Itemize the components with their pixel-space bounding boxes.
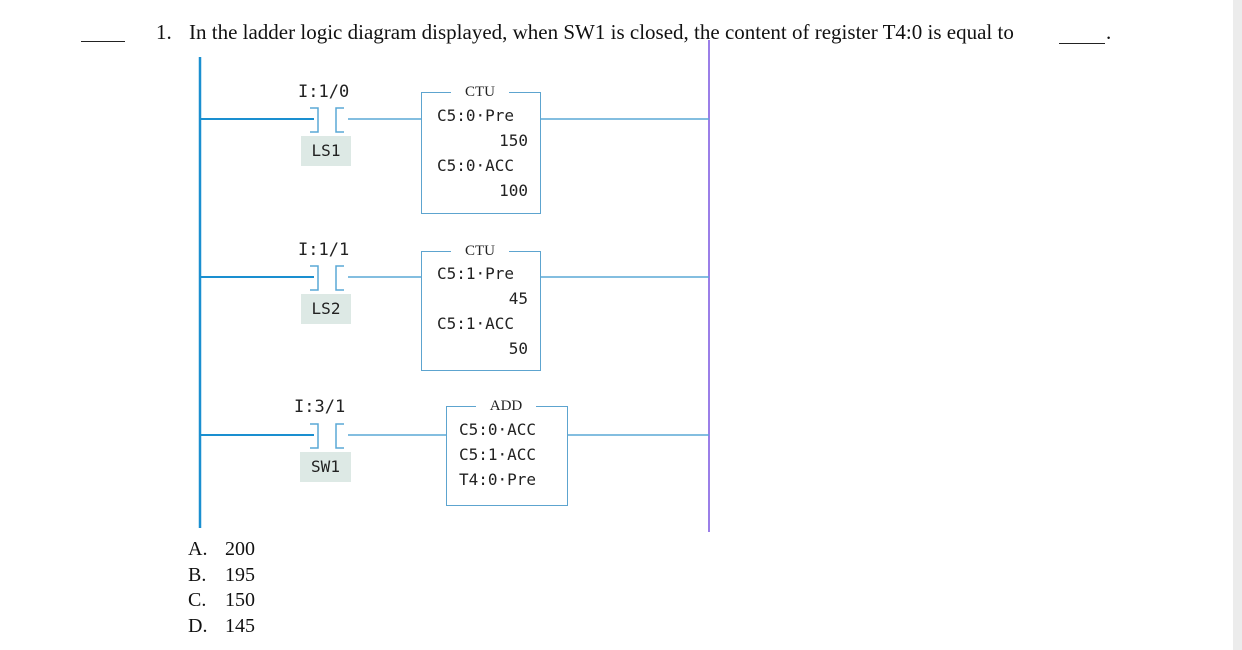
contact-ls1-symbol (310, 107, 344, 133)
option-a[interactable]: A. 200 (188, 537, 255, 561)
ctu-block-2-title: CTU (451, 243, 509, 259)
rung-1-wiring (201, 107, 709, 133)
contact-label-sw1: SW1 (300, 452, 351, 482)
ctu-2-acc-label: C5:1·ACC (437, 314, 515, 333)
contact-sw1-symbol (310, 423, 344, 449)
contact-address-3: I:3/1 (294, 397, 346, 417)
ctu-1-preset-value: 150 (499, 131, 528, 150)
add-source-b: C5:1·ACC (459, 445, 537, 464)
answer-blank-left (81, 41, 125, 42)
option-a-value: 200 (225, 538, 255, 560)
option-c-letter: C. (188, 589, 207, 611)
option-d[interactable]: D. 145 (188, 614, 255, 638)
contact-address-1: I:1/0 (298, 82, 350, 102)
rung-2-wiring (201, 265, 709, 291)
ctu-2-preset-label: C5:1·Pre (437, 264, 515, 283)
ctu-1-acc-label: C5:0·ACC (437, 156, 515, 175)
question-number: 1. (156, 20, 172, 44)
contact-label-ls2: LS2 (301, 294, 351, 324)
option-b[interactable]: B. 195 (188, 563, 255, 587)
page-edge (1233, 0, 1242, 650)
ctu-1-acc-value: 100 (499, 181, 528, 200)
option-d-letter: D. (188, 615, 208, 637)
question-text: In the ladder logic diagram displayed, w… (189, 20, 1014, 44)
ctu-1-preset-label: C5:0·Pre (437, 106, 515, 125)
option-b-value: 195 (225, 564, 255, 586)
contact-ls2-symbol (310, 265, 344, 291)
ctu-block-1-title: CTU (451, 84, 509, 100)
option-c[interactable]: C. 150 (188, 588, 255, 612)
answer-blank-right (1059, 43, 1105, 44)
option-b-letter: B. (188, 564, 207, 586)
add-source-a: C5:0·ACC (459, 420, 537, 439)
ctu-2-acc-value: 50 (508, 339, 528, 358)
contact-address-2: I:1/1 (298, 240, 350, 260)
rung-3-wiring (201, 423, 709, 449)
add-destination: T4:0·Pre (459, 470, 537, 489)
option-c-value: 150 (225, 589, 255, 611)
option-d-value: 145 (225, 615, 255, 637)
add-block-title: ADD (476, 398, 536, 414)
question-period: . (1106, 20, 1112, 44)
question-line: 1. In the ladder logic diagram displayed,… (156, 20, 1014, 44)
ctu-2-preset-value: 45 (508, 289, 528, 308)
contact-label-ls1: LS1 (301, 136, 351, 166)
option-a-letter: A. (188, 538, 208, 560)
